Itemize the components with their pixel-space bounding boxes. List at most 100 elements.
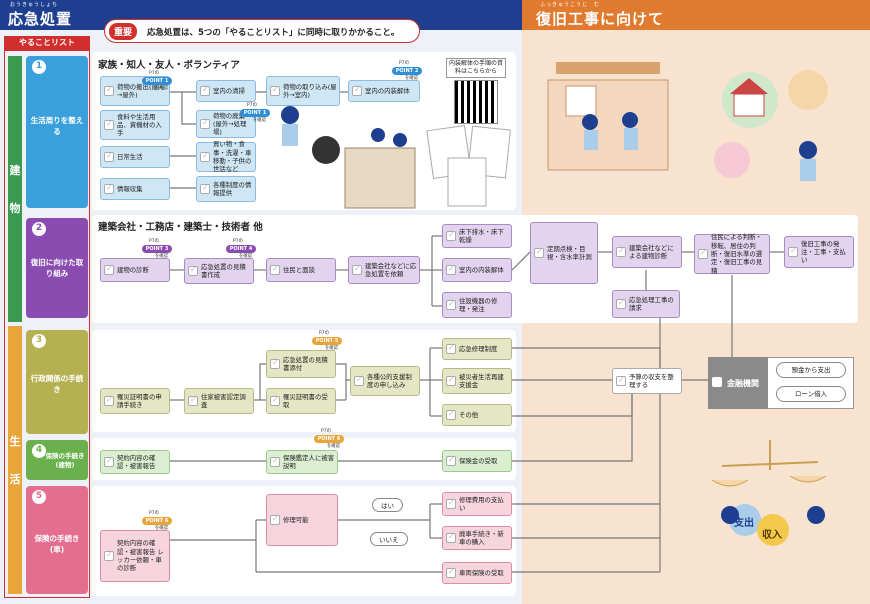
checkbox[interactable] [446, 409, 456, 420]
step-system-info[interactable]: 各種制度の情報提供 [196, 176, 256, 202]
checkbox[interactable] [788, 246, 798, 257]
checkbox[interactable] [104, 395, 114, 406]
qr-code[interactable] [454, 80, 498, 124]
step-damage-survey[interactable]: 住家被害認定調査 [184, 388, 254, 414]
checkbox[interactable] [270, 514, 280, 525]
checkbox[interactable] [104, 151, 114, 162]
checkbox[interactable] [698, 248, 708, 259]
checkbox[interactable] [446, 455, 456, 466]
checkbox[interactable] [354, 375, 364, 386]
point-5-badge[interactable]: P7の POINT 5 を確認 [312, 331, 350, 351]
point-prefix: P7の [149, 71, 160, 76]
step-contractor-diagnosis[interactable]: 建築会社などによる建物診断 [612, 236, 682, 268]
step-interior-demolition[interactable]: 室内の内装解体 [348, 80, 420, 102]
checkbox[interactable] [200, 151, 210, 162]
point-4-badge[interactable]: P7の POINT 4 を確認 [226, 239, 264, 259]
step-resident-interview[interactable]: 住民と面談 [266, 258, 336, 282]
step-attach-estimate[interactable]: 応急処置の見積書添付 [266, 350, 336, 378]
checkbox[interactable] [616, 298, 626, 309]
point-1-badge[interactable]: P7の POINT 1 を確認 [142, 71, 180, 91]
step-label: 情報収集 [117, 184, 143, 193]
checkbox[interactable] [446, 375, 456, 386]
step-building-diagnosis[interactable]: 建物の診断 [100, 258, 170, 282]
checkbox[interactable] [200, 85, 210, 96]
point-2-badge[interactable]: P7の POINT 2 を確認 [392, 61, 430, 81]
checkbox[interactable] [104, 456, 114, 467]
checkbox[interactable] [446, 230, 456, 241]
step-obtain-supplies[interactable]: 食料や生活用品、資機材の入手 [100, 110, 170, 140]
step-budget-organize[interactable]: 予算の収支を整理する [612, 368, 682, 394]
step-clean-room[interactable]: 室内の清掃 [196, 80, 256, 102]
option-loan[interactable]: ローン借入 [776, 386, 846, 402]
checkbox[interactable] [270, 395, 280, 406]
checkbox[interactable] [270, 358, 280, 369]
step-explain-adjuster[interactable]: 保険鑑定人に被害説明 [266, 450, 338, 474]
step-daily-life[interactable]: 日常生活 [100, 146, 170, 168]
step-receive-cert[interactable]: 罹災証明書の受取 [266, 388, 336, 414]
checkbox[interactable] [104, 183, 114, 194]
checkbox[interactable] [616, 246, 626, 257]
checkbox[interactable] [104, 85, 114, 96]
step-request-contractor[interactable]: 建築会社などに応急処置を依頼 [348, 256, 420, 284]
checkbox[interactable] [446, 532, 456, 543]
finance-label: 金融機関 [708, 357, 768, 409]
step-resident-decision[interactable]: 住民による判断・移転、居住の判断・復旧水準の選定・復旧工事の見積 [694, 233, 770, 275]
step-inspection[interactable]: 定期点検・目視・含水率計測 [530, 222, 598, 284]
checkbox[interactable] [446, 264, 456, 275]
checkbox[interactable] [270, 456, 280, 467]
step-underfloor-drain[interactable]: 床下排水・床下乾燥 [442, 224, 512, 248]
checkbox[interactable] [104, 550, 114, 561]
todo-list-tab: やることリスト [4, 36, 90, 50]
header-restoration: ふっきゅうこうじ む 復旧工事に向けて [522, 0, 870, 30]
checkbox[interactable] [270, 85, 280, 96]
step-interior-demo-2[interactable]: 室内の内装解体 [442, 258, 512, 282]
checkbox[interactable] [446, 343, 456, 354]
todo-list-frame [4, 50, 90, 598]
step-daily-activities[interactable]: 買い物・食事・洗濯・車移動・子供の世話など [196, 140, 256, 173]
point-6-badge[interactable]: P7の POINT 6 を確認 [314, 429, 352, 449]
step-car-insurance[interactable]: 車両保険の受取 [442, 562, 512, 584]
step-emergency-repair-system[interactable]: 応急修理制度 [442, 338, 512, 360]
step-gather-info[interactable]: 情報収集 [100, 178, 170, 200]
point-suffix: を確認 [405, 76, 418, 81]
checkbox[interactable] [188, 395, 198, 406]
checkbox[interactable] [352, 85, 362, 96]
step-dispose-items[interactable]: 荷物の廃棄(屋外→処理場) [196, 110, 256, 138]
checkbox[interactable] [534, 247, 544, 258]
checkbox[interactable] [352, 264, 362, 275]
finance-label-text: 金融機関 [727, 378, 759, 388]
checkbox[interactable] [616, 375, 626, 386]
checkbox[interactable] [712, 377, 722, 387]
point-6b-badge[interactable]: P7の POINT 6 を確認 [142, 511, 180, 531]
step-check-contract-building[interactable]: 契約内容の確認・被害報告 [100, 450, 170, 474]
step-pay-repair[interactable]: 修理費用の支払い [442, 492, 512, 516]
checkbox[interactable] [104, 119, 114, 130]
checkbox[interactable] [200, 183, 210, 194]
step-carry-in[interactable]: 荷物の取り込み(屋外→室内) [266, 76, 340, 106]
checkbox[interactable] [200, 118, 210, 129]
checkbox[interactable] [446, 299, 456, 310]
step-estimate[interactable]: 応急処置の見積書作成 [184, 258, 254, 284]
step-livelihood-support[interactable]: 被災者生活再建支援金 [442, 368, 512, 394]
checkbox[interactable] [270, 264, 280, 275]
checkbox[interactable] [446, 567, 456, 578]
step-scrap-new-car[interactable]: 廃車手続き・新車の購入 [442, 526, 512, 550]
step-order-restoration[interactable]: 復旧工事の発注・工事・支払い [784, 236, 854, 268]
step-label: 契約内容の確認・被害報告 [117, 453, 156, 470]
point-1b-badge[interactable]: P7の POINT 1 を確認 [240, 103, 278, 123]
step-repairable[interactable]: 修理可能 [266, 494, 338, 546]
checkbox[interactable] [446, 498, 456, 509]
point-3-badge[interactable]: P7の POINT 3 を確認 [142, 239, 180, 259]
step-receive-insurance[interactable]: 保険金の受取 [442, 450, 512, 472]
step-equipment-repair[interactable]: 住設機器の修理・発注 [442, 292, 512, 318]
step-public-support[interactable]: 各種公的支援制度の申し込み [350, 366, 420, 396]
step-check-contract-car[interactable]: 契約内容の確認・被害報告 レッカー依頼・車の診断 [100, 530, 170, 582]
step-emergency-billing[interactable]: 応急処理工事の請求 [612, 290, 680, 318]
point-label: POINT 1 [142, 77, 172, 85]
option-savings[interactable]: 預金から支出 [776, 362, 846, 378]
step-disaster-cert-apply[interactable]: 罹災証明書の申請手続き [100, 388, 170, 414]
checkbox[interactable] [104, 264, 114, 275]
step-other[interactable]: その他 [442, 404, 512, 426]
checkbox[interactable] [188, 265, 198, 276]
